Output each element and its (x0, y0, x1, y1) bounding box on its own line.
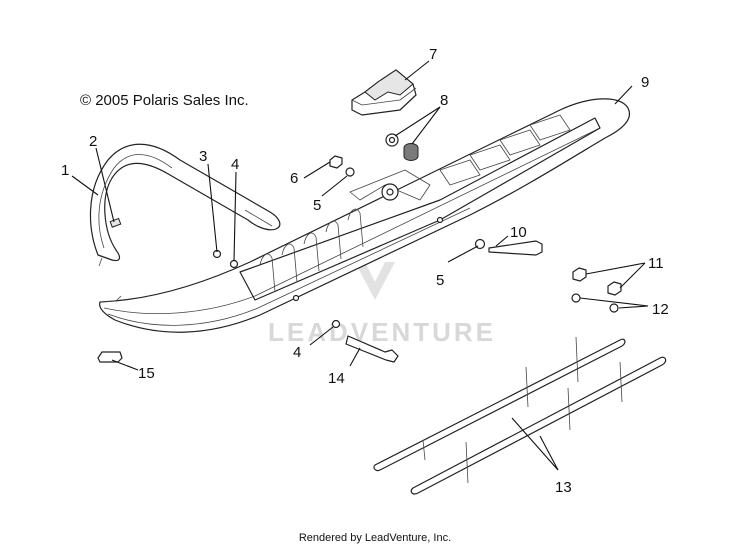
footer-text: Rendered by LeadVenture, Inc. (299, 532, 451, 544)
carbide-runners (373, 336, 667, 495)
callout-7: 7 (429, 46, 437, 63)
callout-2: 2 (89, 133, 97, 150)
callout-12: 12 (652, 301, 669, 318)
callout-5-lower: 5 (436, 272, 444, 289)
callout-8: 8 (440, 92, 448, 109)
callout-11: 11 (648, 255, 664, 272)
hardware (97, 133, 622, 363)
ski-handle (89, 143, 281, 267)
callout-4-lower: 4 (293, 344, 301, 361)
callout-5: 5 (313, 197, 321, 214)
callouts: 1 2 3 4 4 5 5 6 7 8 9 10 11 12 13 14 15 (61, 46, 669, 496)
callout-10: 10 (510, 224, 527, 241)
watermark-logo (355, 262, 395, 300)
watermark: LEADVENTURE (268, 262, 496, 347)
callout-6: 6 (290, 170, 298, 187)
copyright-text: © 2005 Polaris Sales Inc. (80, 92, 249, 109)
callout-15: 15 (138, 365, 155, 382)
ski-body (99, 98, 630, 333)
watermark-text: LEADVENTURE (268, 317, 496, 347)
callout-4: 4 (231, 156, 239, 173)
callout-9: 9 (641, 74, 649, 91)
leader-lines (71, 60, 649, 471)
callout-14: 14 (328, 370, 345, 387)
callout-13: 13 (555, 479, 572, 496)
ski-bumper (351, 69, 417, 116)
callout-3: 3 (199, 148, 207, 165)
callout-1: 1 (61, 162, 69, 179)
